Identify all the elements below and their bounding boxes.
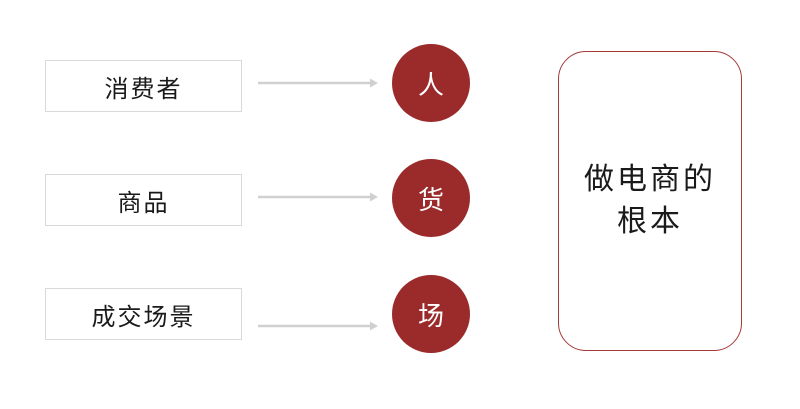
circle-goods: 货 [392, 159, 470, 237]
arrow-goods-to-goods [258, 192, 378, 202]
label-consumer: 消费者 [104, 74, 183, 103]
label-goods: 商品 [117, 188, 170, 217]
circle-goods-text: 货 [417, 185, 444, 216]
circle-people-text: 人 [417, 70, 444, 101]
result-box: 做电商的根本 [558, 51, 742, 351]
label-box-scene: 成交场景 [45, 288, 242, 340]
label-scene: 成交场景 [91, 302, 196, 331]
circle-people: 人 [392, 44, 470, 122]
circle-place-text: 场 [417, 301, 444, 332]
label-box-goods: 商品 [45, 174, 242, 226]
arrow-consumer-to-people [258, 78, 378, 88]
arrow-scene-to-place [258, 321, 378, 331]
circle-place: 场 [392, 275, 470, 353]
label-box-consumer: 消费者 [45, 60, 242, 112]
result-text: 做电商的根本 [584, 162, 716, 239]
